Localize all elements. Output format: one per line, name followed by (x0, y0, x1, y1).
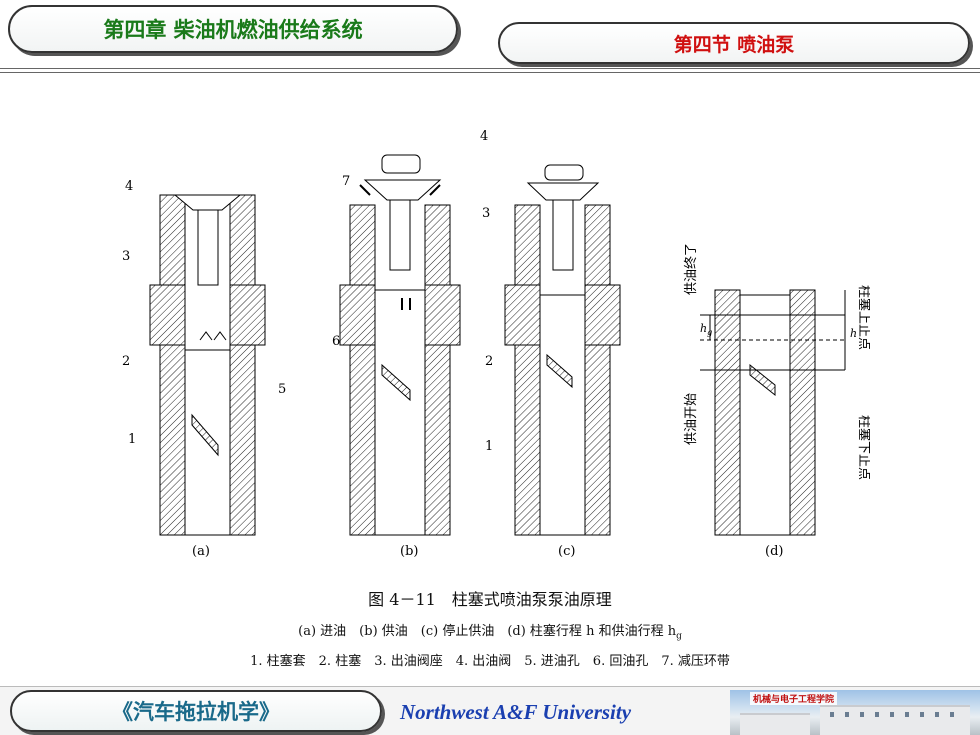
callout-1: 1 (128, 432, 136, 447)
campus-photo: 机械与电子工程学院 (730, 690, 980, 735)
window-shape (860, 712, 864, 717)
header-divider (0, 68, 980, 69)
dim-hg: hg (700, 322, 712, 337)
figure-title: 图 4－11 柱塞式喷油泵泵油原理 (368, 590, 612, 609)
chapter-title: 第四章 柴油机燃油供给系统 (103, 18, 363, 42)
college-label: 机械与电子工程学院 (750, 692, 838, 705)
building-shape (820, 705, 970, 735)
panel-d (700, 289, 846, 536)
book-title: 《汽车拖拉机学》 (112, 700, 280, 724)
panel-label-b: (b) (400, 544, 418, 559)
panel-label-c: (c) (558, 544, 575, 559)
callout-2b: 2 (485, 354, 493, 369)
dim-h: h (850, 327, 857, 340)
label-plunger-top: 柱塞上止点 (856, 285, 870, 350)
callout-5: 5 (278, 382, 286, 397)
window-shape (830, 712, 834, 717)
figure-legend: 1. 柱塞套 2. 柱塞 3. 出油阀座 4. 出油阀 5. 进油孔 6. 回油… (250, 654, 730, 669)
window-shape (905, 712, 909, 717)
book-title-pill: 《汽车拖拉机学》 (10, 690, 382, 732)
header-divider (0, 72, 980, 73)
section-title: 第四节 喷油泵 (673, 33, 795, 56)
university-name: Northwest A&F University (400, 700, 632, 724)
window-shape (875, 712, 879, 717)
label-supply-end: 供油终了 (683, 243, 699, 295)
callout-6: 6 (332, 334, 340, 349)
callout-3: 3 (122, 249, 130, 264)
callout-4: 4 (125, 179, 133, 194)
panel-label-a: (a) (192, 544, 210, 559)
window-shape (935, 712, 939, 717)
panel-a (149, 194, 266, 536)
callout-1b: 1 (485, 439, 493, 454)
panel-label-d: (d) (765, 544, 783, 559)
window-shape (950, 712, 954, 717)
callout-2: 2 (122, 354, 130, 369)
section-title-pill: 第四节 喷油泵 (498, 22, 970, 64)
window-shape (890, 712, 894, 717)
building-shape (740, 713, 810, 735)
panel-b (339, 154, 461, 536)
label-plunger-bottom: 柱塞下止点 (856, 415, 870, 480)
pump-diagram: 4 3 2 1 5 6 7 4 3 2 1 (a) (b) (c) (d) 供油… (122, 129, 870, 559)
figure-subtitle: (a) 进油 (b) 供油 (c) 停止供油 (d) 柱塞行程 h 和供油行程 … (298, 624, 682, 642)
label-supply-start: 供油开始 (684, 393, 699, 445)
plunger-pump-figure: 4 3 2 1 5 6 7 4 3 2 1 (a) (b) (c) (d) 供油… (110, 125, 870, 565)
panel-c (504, 164, 621, 536)
callout-4b: 4 (480, 129, 488, 144)
window-shape (920, 712, 924, 717)
window-shape (845, 712, 849, 717)
callout-7: 7 (342, 174, 350, 189)
callout-3b: 3 (482, 206, 490, 221)
chapter-title-pill: 第四章 柴油机燃油供给系统 (8, 5, 458, 53)
